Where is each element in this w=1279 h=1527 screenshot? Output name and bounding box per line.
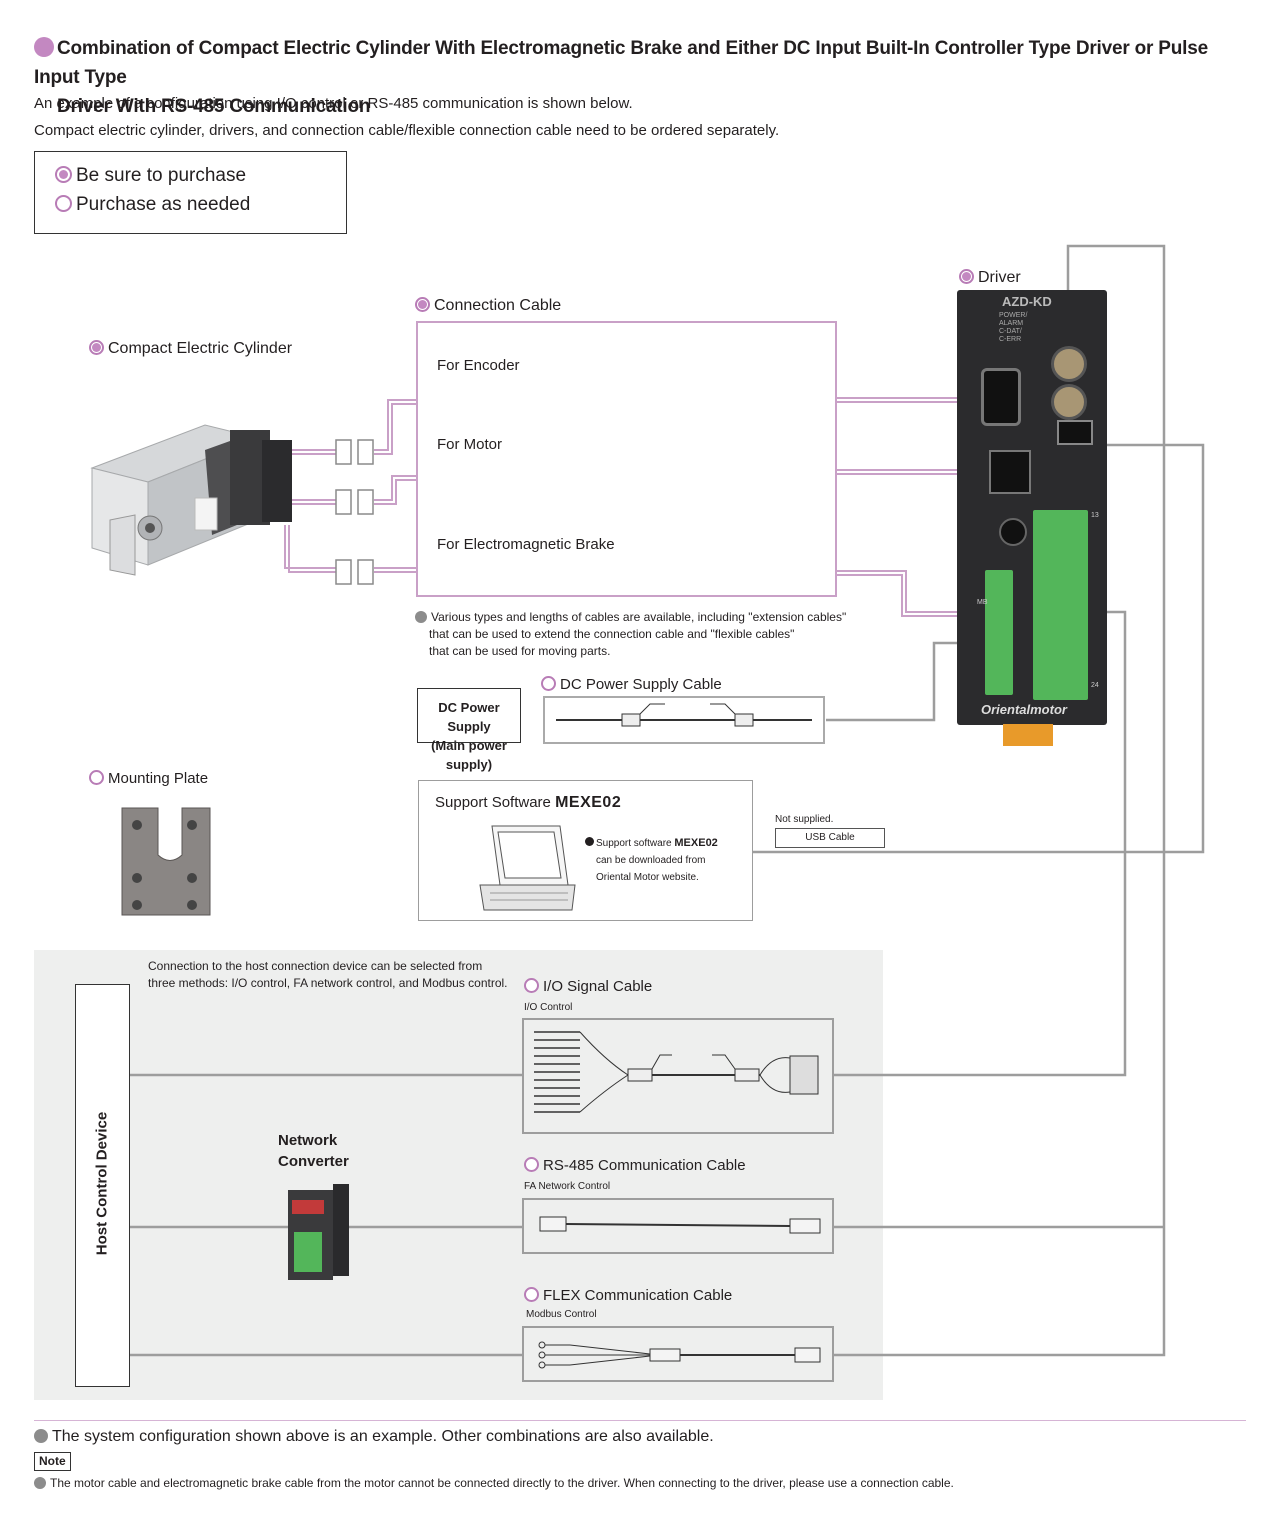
page-title: Combination of Compact Electric Cylinder… (34, 37, 1208, 117)
software-title: Support Software MEXE02 (435, 794, 622, 811)
footer-example: The system configuration shown above is … (34, 1427, 714, 1447)
intro-text-2: Compact electric cylinder, drivers, and … (34, 122, 780, 139)
flex-cable-label: FLEX Communication Cable (524, 1286, 732, 1306)
legend-optional: Purchase as needed (55, 193, 250, 217)
dc-power-supply-box: DC Power Supply (Main power supply) (417, 688, 521, 772)
mounting-plate-illustration (121, 807, 211, 916)
cable-note: Various types and lengths of cables are … (415, 609, 846, 660)
flex-cable-box (522, 1326, 834, 1382)
network-converter-label: Network Converter (278, 1132, 349, 1170)
network-converter-illustration (288, 1184, 349, 1280)
driver-label: Driver (959, 268, 1021, 288)
optional-marker-icon (89, 770, 104, 785)
brake-cable-label: For Electromagnetic Brake (437, 536, 615, 553)
rs485-cable-box (522, 1198, 834, 1254)
host-panel (34, 950, 883, 1400)
encoder-cable-label: For Encoder (437, 357, 520, 374)
modbus-label: Modbus Control (526, 1309, 597, 1320)
connection-cable-label: Connection Cable (415, 296, 561, 316)
note-bullet-icon (34, 1477, 46, 1489)
support-software-box: Support Software MEXE02 Support software… (418, 780, 753, 921)
intro-text-1: An example of a configuration using I/O … (34, 95, 633, 112)
usb-cable-label: USB Cable (775, 828, 885, 848)
host-device-label: Host Control Device (93, 1111, 111, 1256)
io-cable-box (522, 1018, 834, 1134)
cn4-terminal[interactable] (1033, 510, 1088, 700)
driver-unit: AZD-KD POWER/ALARM C-DAT/C-ERR MB 13 24 … (957, 290, 1107, 725)
legend-box: Be sure to purchase Purchase as needed (34, 151, 347, 234)
io-cable-drawing (534, 1031, 819, 1113)
rs485-cable-drawing (539, 1216, 821, 1234)
optional-marker-icon (524, 1157, 539, 1172)
usb-port[interactable] (1057, 420, 1093, 445)
id-switch[interactable] (1051, 346, 1087, 382)
cn1-terminal[interactable] (985, 570, 1013, 695)
dc-power-cable-drawing (556, 703, 812, 727)
connection-cable-box (416, 321, 837, 597)
title-bullet-icon (34, 37, 54, 57)
driver-model: AZD-KD (1002, 294, 1052, 309)
optional-marker-icon (524, 1287, 539, 1302)
optional-marker-icon (524, 978, 539, 993)
pin13-label: 13 (1091, 512, 1099, 519)
cylinder-illustration (90, 424, 292, 576)
legend-required: Be sure to purchase (55, 164, 246, 188)
footer-divider (34, 1420, 1246, 1421)
driver-brand: Orientalmotor (981, 702, 1067, 717)
io-control-label: I/O Control (524, 1002, 573, 1013)
host-control-device (75, 984, 130, 1387)
required-marker-icon (959, 269, 974, 284)
footer-note: The motor cable and electromagnetic brak… (34, 1475, 954, 1492)
baud-switch[interactable] (1051, 384, 1087, 420)
laptop-illustration (479, 825, 576, 911)
connector-blocks (335, 439, 374, 585)
optional-marker-icon (55, 195, 72, 212)
dc-power-cable-label: DC Power Supply Cable (541, 675, 722, 695)
cn2-port[interactable] (989, 450, 1031, 494)
note-bullet-icon (34, 1429, 48, 1443)
fa-network-label: FA Network Control (524, 1181, 611, 1192)
mounting-plate-label: Mounting Plate (89, 769, 208, 789)
software-desc: Support software MEXE02 can be downloade… (585, 835, 718, 886)
cn3-port[interactable] (981, 368, 1021, 426)
required-marker-icon (55, 166, 72, 183)
rs485-cable-label: RS-485 Communication Cable (524, 1156, 746, 1176)
mb-label: MB (977, 599, 988, 606)
not-supplied-label: Not supplied. (775, 814, 834, 825)
io-cable-label: I/O Signal Cable (524, 977, 652, 997)
din-clip (1003, 724, 1053, 746)
driver-leds: POWER/ALARM C-DAT/C-ERR (999, 312, 1028, 343)
optional-marker-icon (541, 676, 556, 691)
required-marker-icon (415, 297, 430, 312)
note-bullet-icon (415, 611, 427, 623)
note-tag: Note (34, 1452, 71, 1471)
home-preset-button[interactable] (999, 518, 1027, 546)
dc-power-cable-box (543, 696, 825, 744)
bullet-icon (585, 837, 594, 846)
flex-cable-drawing (538, 1341, 821, 1369)
motor-cable-label: For Motor (437, 436, 503, 453)
host-note: Connection to the host connection device… (148, 959, 508, 990)
required-marker-icon (89, 340, 104, 355)
cylinder-label: Compact Electric Cylinder (89, 339, 292, 359)
pin24-label: 24 (1091, 682, 1099, 689)
